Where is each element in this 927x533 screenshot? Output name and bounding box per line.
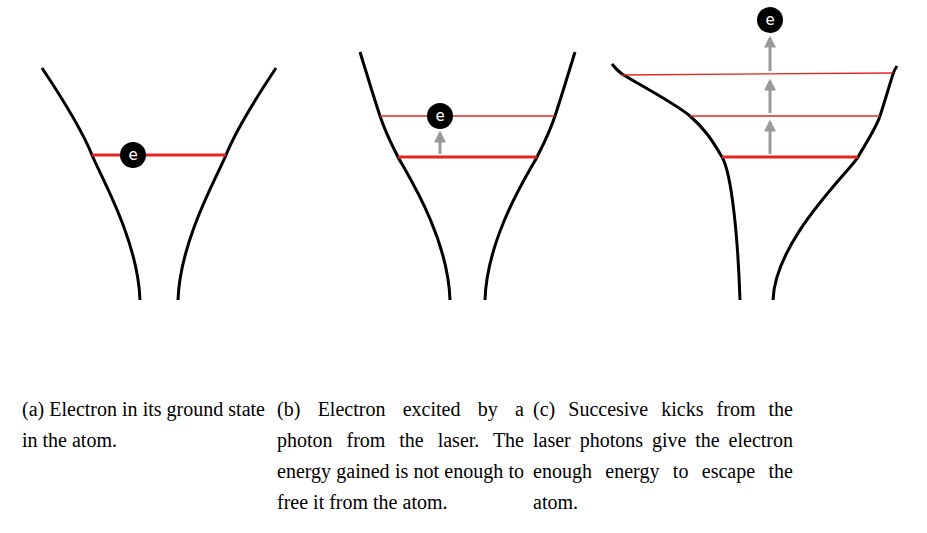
- well-wall: [485, 52, 575, 300]
- photon-kick-arrow: [769, 38, 772, 71]
- figure-caption: (b) Electron excited by a photon from th…: [277, 394, 524, 518]
- excited-level: [622, 73, 893, 75]
- ground-level: [92, 154, 226, 157]
- electron: e: [757, 7, 783, 33]
- well-wall: [42, 68, 140, 300]
- photon-kick-arrow: [769, 81, 772, 113]
- ground-level: [722, 156, 858, 159]
- figure-caption: (a) Electron in its ground state in the …: [22, 394, 265, 456]
- electron-label: e: [765, 13, 774, 28]
- electron: e: [120, 142, 146, 168]
- photon-kick-arrow: [439, 133, 442, 154]
- photon-kick-arrow: [769, 122, 772, 154]
- ground-level: [398, 156, 537, 159]
- figure-caption: (c) Succesive kicks from the laser photo…: [533, 394, 793, 518]
- well-wall: [773, 66, 897, 300]
- electron: e: [427, 103, 453, 129]
- well-wall: [178, 68, 276, 300]
- excited-level: [380, 115, 555, 116]
- electron-label: e: [128, 148, 137, 163]
- excited-level: [690, 115, 880, 116]
- electron-label: e: [435, 109, 444, 124]
- well-wall: [612, 64, 740, 300]
- well-wall: [360, 52, 450, 300]
